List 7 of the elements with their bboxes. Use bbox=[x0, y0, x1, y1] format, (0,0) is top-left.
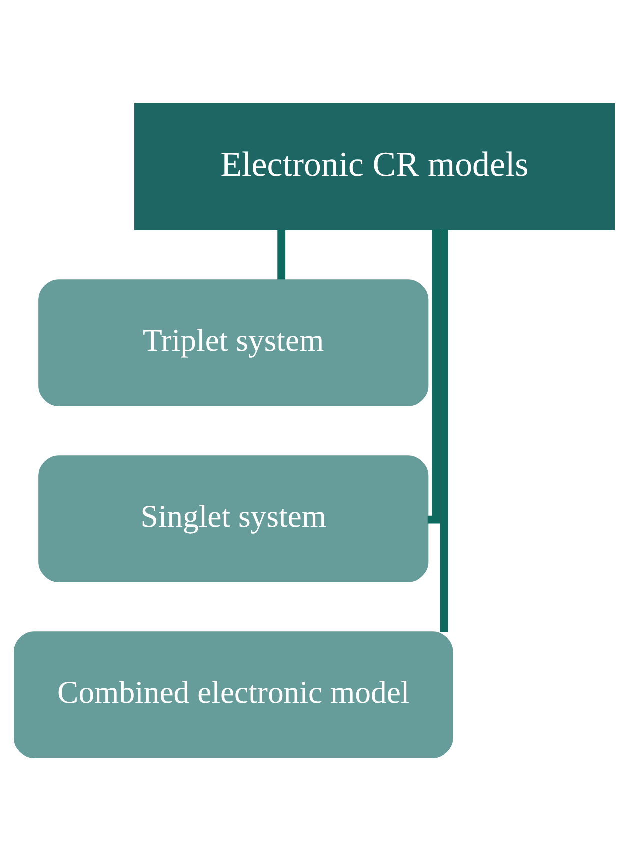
connector bbox=[278, 230, 286, 280]
connector bbox=[428, 229, 440, 524]
node-box: Electronic CR models bbox=[134, 103, 615, 230]
node-box: Combined electronic model bbox=[14, 631, 454, 758]
node-box: Singlet system bbox=[38, 455, 429, 582]
node-box: Triplet system bbox=[38, 279, 429, 406]
connector bbox=[440, 229, 448, 632]
